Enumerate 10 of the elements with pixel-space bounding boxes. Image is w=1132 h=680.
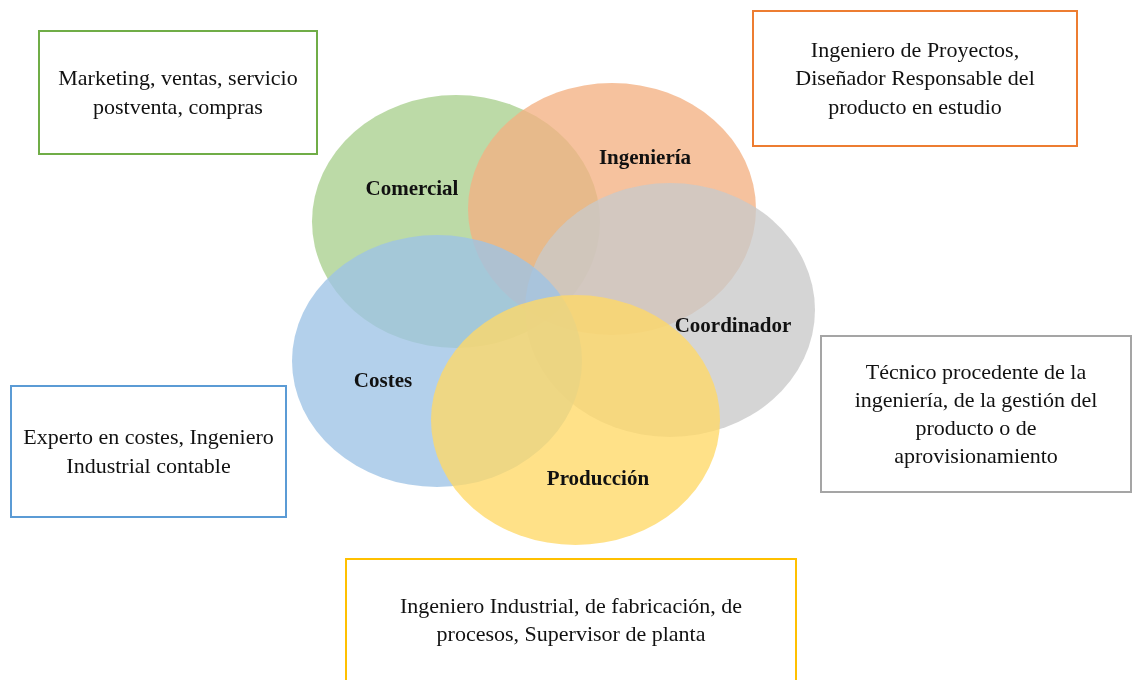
text-box: Técnico procedente de la ingeniería, de la gestión del producto o de aprovisionamiento xyxy=(820,335,1132,493)
text-box: Ingeniero Industrial, de fabricación, de procesos, Supervisor de planta xyxy=(345,558,797,680)
text-box: Marketing, ventas, servicio postventa, compras xyxy=(38,30,318,155)
text-box: Ingeniero de Proyectos, Diseñador Responsable del producto en estudio xyxy=(752,10,1078,147)
text-box: Experto en costes, Ingeniero Industrial contable xyxy=(10,385,287,518)
area-label: Producción xyxy=(546,465,650,491)
area-label: Ingeniería xyxy=(598,144,692,170)
area-label: Comercial xyxy=(365,175,459,201)
area-label: Costes xyxy=(353,367,413,393)
area-label: Coordinador xyxy=(674,312,792,338)
